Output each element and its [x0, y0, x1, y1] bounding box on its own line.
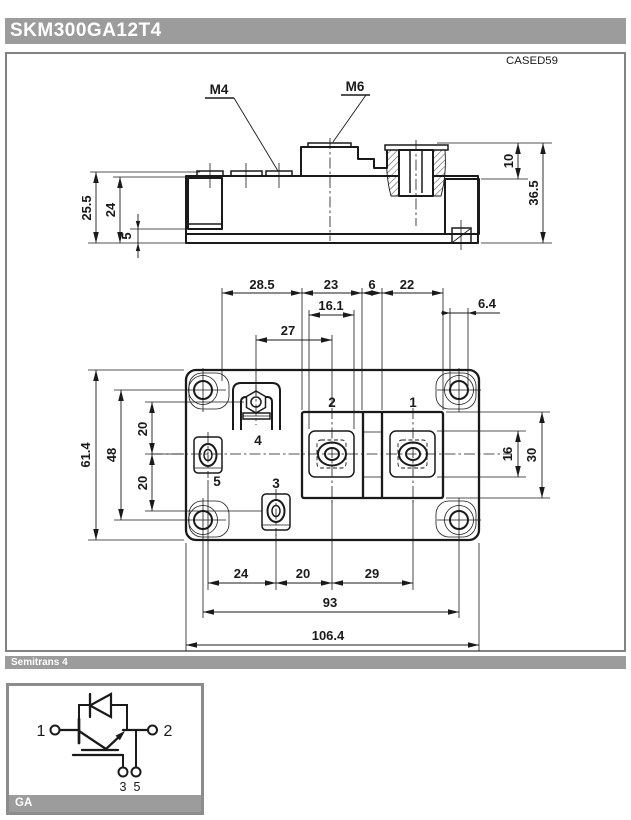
circuit-diagram-panel: GA: [6, 683, 204, 815]
part-number: SKM300GA12T4: [10, 20, 162, 41]
circuit-code-bar: GA: [9, 795, 201, 812]
part-number-title-bar: SKM300GA12T4: [5, 18, 626, 44]
series-bar: Semitrans 4: [5, 656, 626, 669]
package-drawing-panel: [5, 52, 626, 652]
circuit-code: GA: [15, 797, 33, 809]
series-name: Semitrans 4: [11, 657, 68, 668]
